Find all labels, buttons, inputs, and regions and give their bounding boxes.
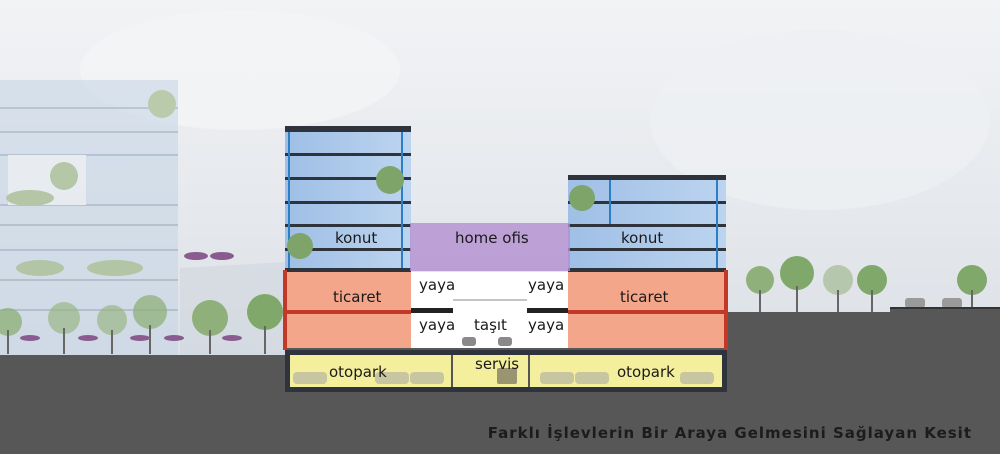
yaya-label-top-right: yaya [528,276,565,294]
konut-label-right: konut [621,229,664,247]
trees-left [0,252,283,354]
pedestrian-gap [411,272,568,348]
parking-level [285,350,727,392]
ticaret-label-right: ticaret [620,288,669,306]
yaya-label-mid-right: yaya [528,316,565,334]
home-ofis-label: home ofis [455,229,529,247]
yaya-label-mid-left: yaya [419,316,456,334]
yaya-label-top-left: yaya [419,276,456,294]
background-building-left [0,80,285,355]
servis-label: servis [475,355,520,373]
otopark-label-right: otopark [617,363,675,381]
trees-right [746,256,987,312]
otopark-label-left: otopark [329,363,387,381]
right-residential-tower [568,175,726,272]
commercial-floors [283,270,728,350]
caption: Farklı İşlevlerin Bir Araya Gelmesini Sa… [487,424,972,442]
left-residential-tower [285,126,411,272]
tasit-label: taşıt [474,316,507,334]
konut-label-left: konut [335,229,378,247]
home-office-block [410,223,570,271]
ticaret-label-left: ticaret [333,288,382,306]
